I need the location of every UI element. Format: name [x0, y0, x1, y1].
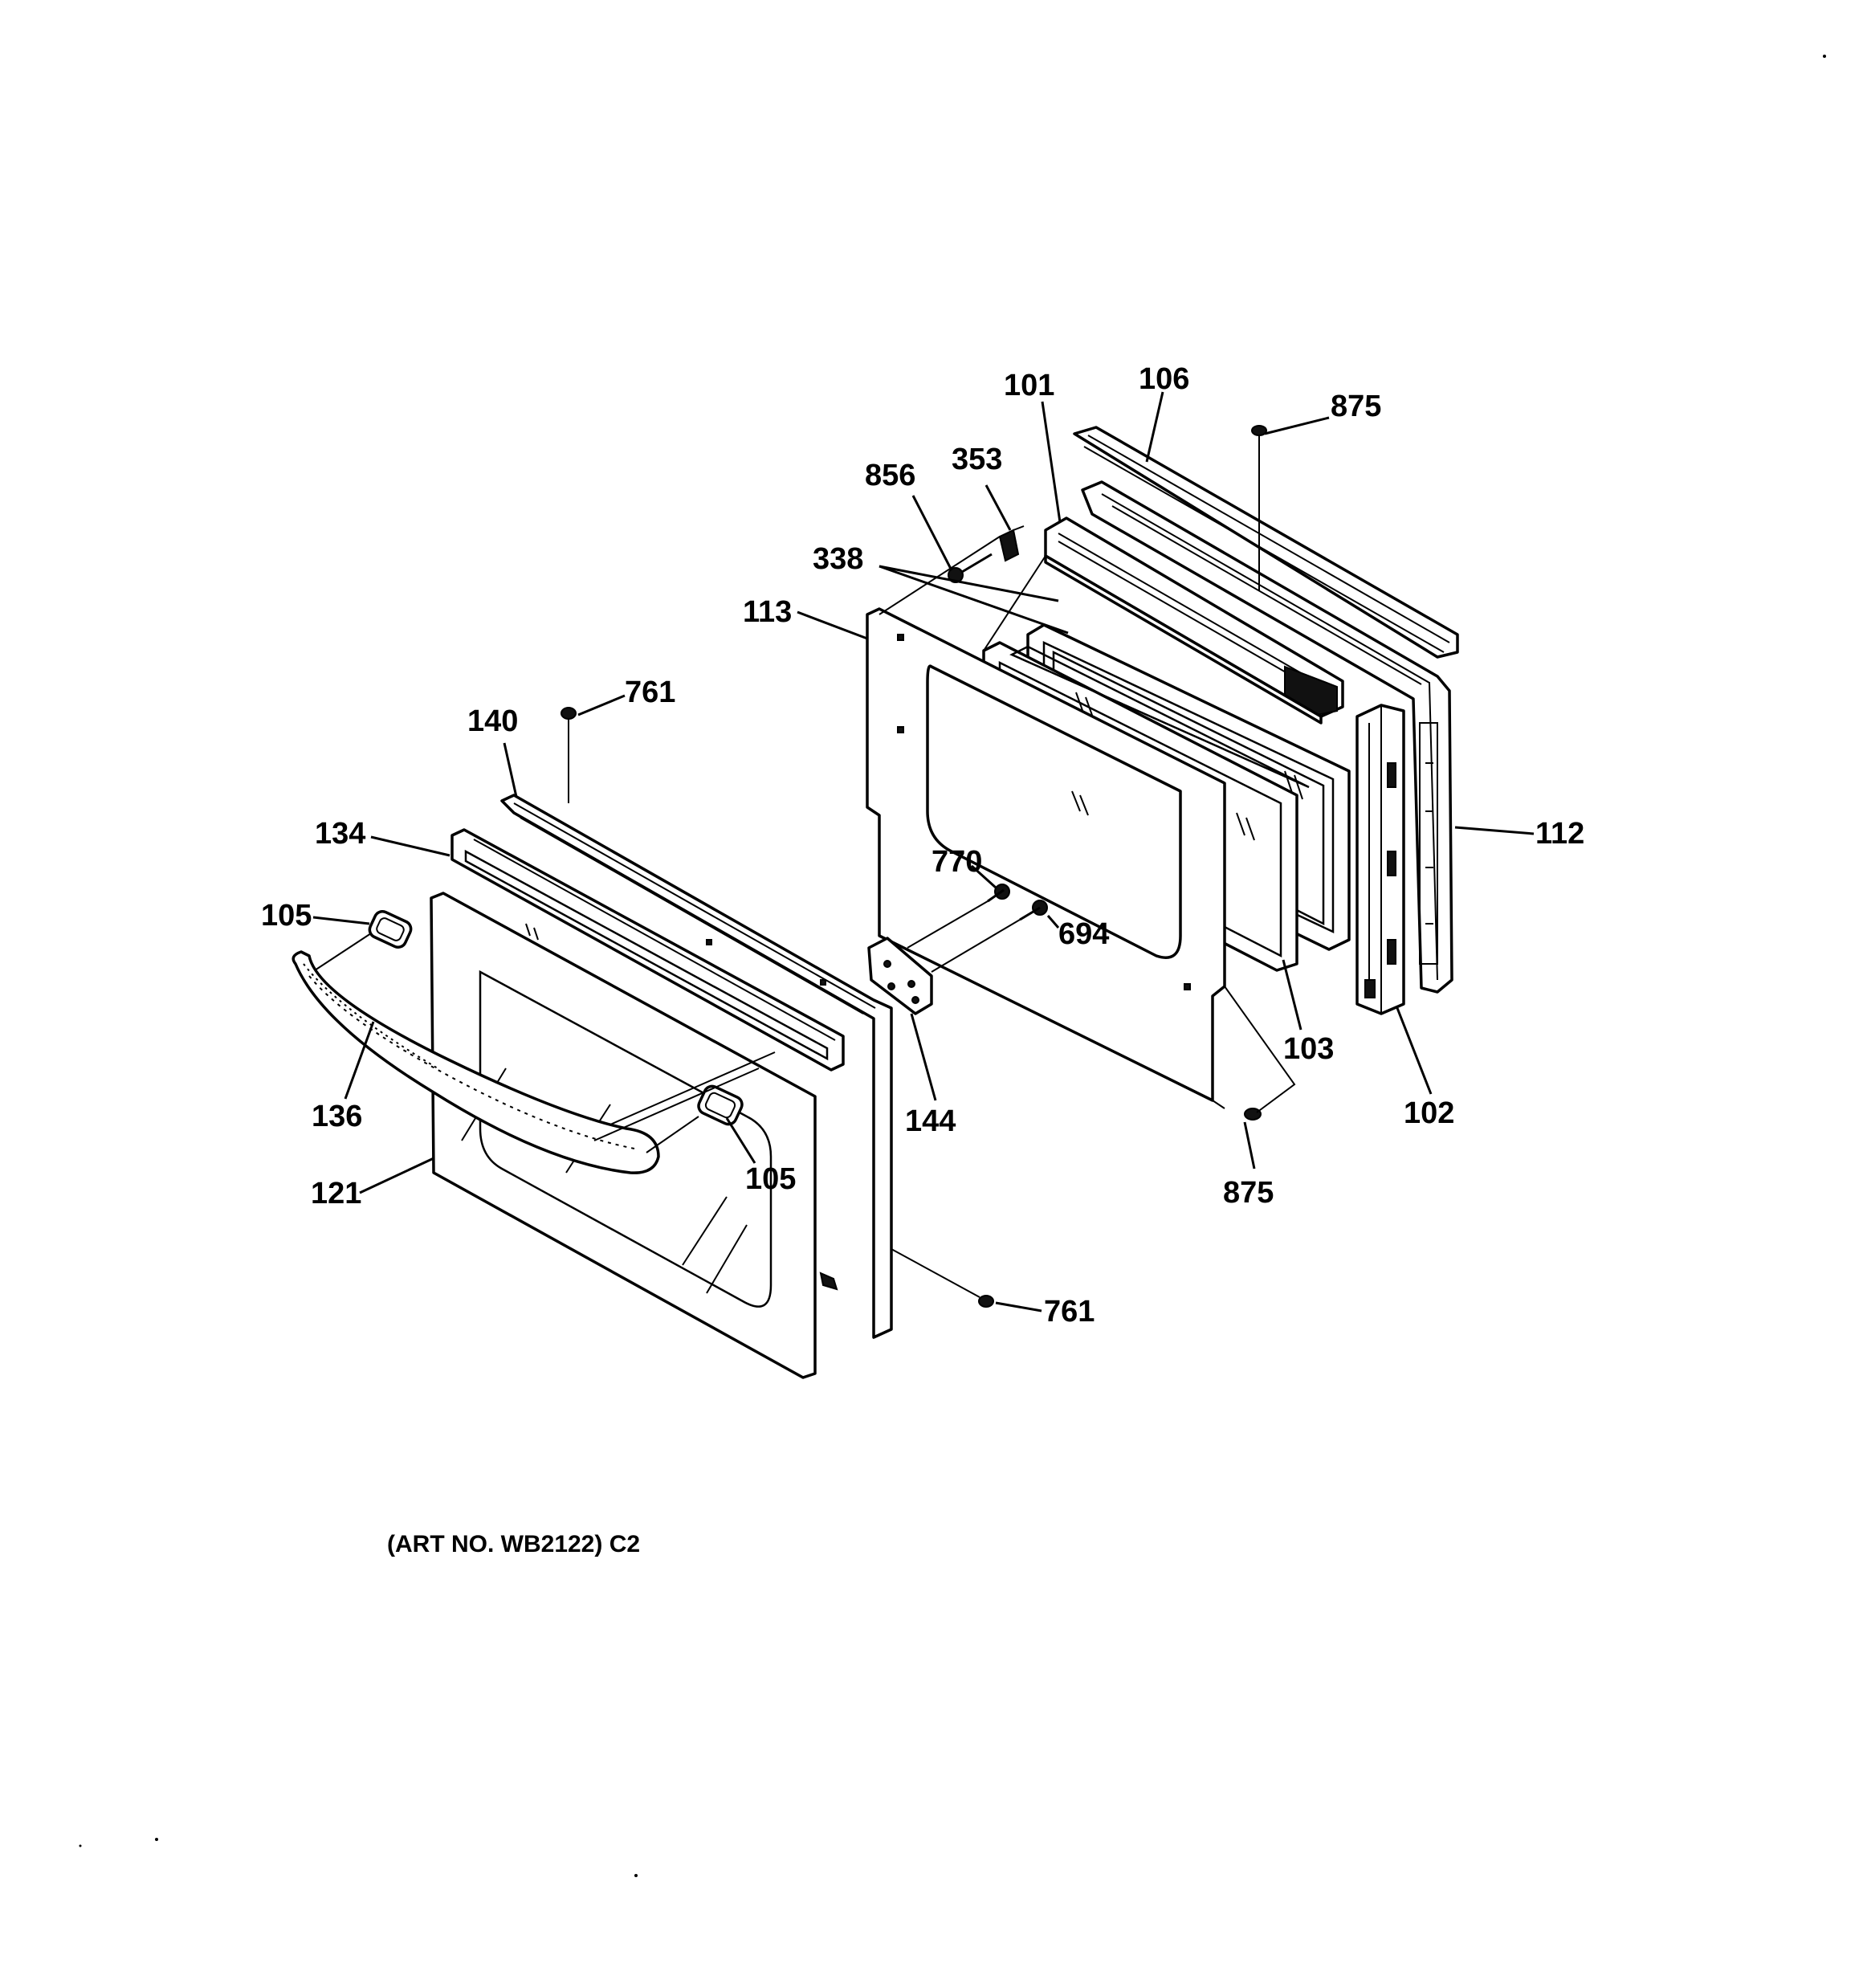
- callout-136: 136: [312, 1100, 362, 1133]
- callout-875-top: 875: [1331, 390, 1381, 423]
- part-105-end-cap-right: [697, 1084, 744, 1126]
- part-101-insulation-pack: [1044, 516, 1344, 725]
- callout-121: 121: [311, 1177, 361, 1210]
- callout-134: 134: [315, 817, 365, 851]
- part-770-bolt: [907, 884, 1010, 949]
- callout-144: 144: [905, 1104, 956, 1138]
- part-856-screw: [948, 553, 993, 583]
- part-106-top-trim: [1073, 426, 1459, 659]
- callout-leaders: [312, 391, 1535, 1312]
- part-761-top-screw: [561, 707, 577, 803]
- callout-112: 112: [1535, 817, 1584, 851]
- callout-875-bottom: 875: [1223, 1176, 1274, 1210]
- part-113-inner-door-panel: [866, 607, 1226, 1102]
- part-144-hinge-plate: [867, 937, 933, 1015]
- callout-338: 338: [813, 542, 863, 576]
- callout-103: 103: [1283, 1032, 1334, 1066]
- scan-specks: [79, 55, 1826, 1877]
- callout-140: 140: [467, 704, 518, 738]
- callout-105-right: 105: [745, 1162, 796, 1196]
- part-134-vent-trim: [450, 828, 845, 1072]
- callout-labels: 101 106 875 856 353 338 113 761 140 134 …: [261, 362, 1584, 1329]
- part-105-end-cap-left: [368, 909, 413, 949]
- art-number-caption: (ART NO. WB2122) C2: [387, 1531, 640, 1557]
- callout-102: 102: [1404, 1096, 1454, 1130]
- part-694-bolt: [931, 900, 1048, 973]
- callout-694: 694: [1058, 917, 1109, 951]
- hinge-slot-detail: [1419, 722, 1438, 965]
- callout-770: 770: [932, 845, 982, 879]
- part-875-bottom-screw: [1212, 986, 1296, 1121]
- callout-101: 101: [1004, 369, 1054, 402]
- part-140-door-frame: [500, 794, 893, 1339]
- callout-353: 353: [952, 443, 1002, 476]
- part-112-door-liner: [1081, 480, 1453, 994]
- part-875-top-screw: [1251, 425, 1267, 590]
- callout-856: 856: [865, 459, 915, 492]
- callout-106: 106: [1139, 362, 1189, 396]
- callout-113: 113: [743, 595, 792, 629]
- callout-761-top: 761: [625, 676, 675, 709]
- part-761-side-screw: [891, 1248, 994, 1308]
- part-136-door-handle: [291, 950, 660, 1174]
- assembly-guide-lines: [314, 536, 1046, 1153]
- callout-105-left: 105: [261, 899, 312, 933]
- part-353-bracket: [998, 525, 1025, 562]
- callout-761-side: 761: [1044, 1295, 1095, 1329]
- part-102-hinge-channel: [1355, 704, 1405, 1015]
